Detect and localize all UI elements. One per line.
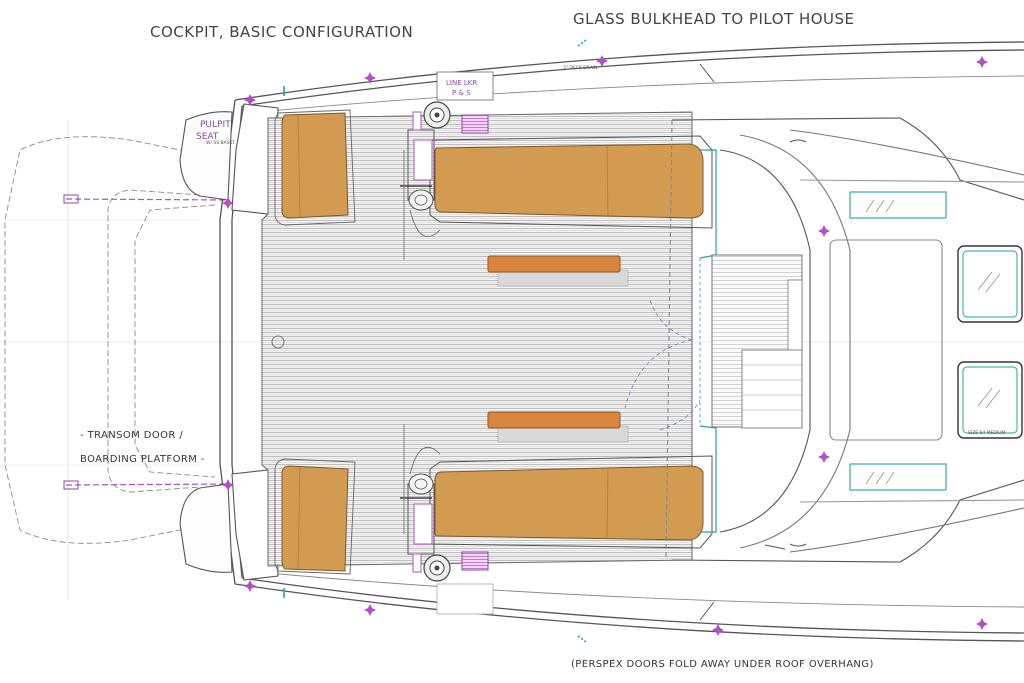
label-hatch-size: SIZE 64 MEDIUM [968, 430, 1006, 436]
glass-bulkhead [699, 149, 717, 533]
deck-hatches [957, 245, 1023, 439]
stern-cushion-starboard [281, 465, 349, 572]
line-locker-box [436, 71, 494, 101]
label-transom-door: - TRANSOM DOOR / [80, 430, 183, 441]
skylights [849, 191, 947, 491]
companionway [711, 254, 803, 429]
stern-quarters [179, 103, 279, 581]
label-pulpit-seat: SEAT [196, 132, 219, 142]
title-glass-bulkhead: GLASS BULKHEAD TO PILOT HOUSE [573, 10, 855, 28]
label-line-locker-ps: P & S [452, 89, 471, 97]
sole-drain-icon [271, 335, 285, 349]
boarding-platform-outline [4, 136, 231, 544]
winch-stations [400, 129, 441, 555]
label-line-locker: LINE LKR [446, 79, 477, 87]
side-bench-cushions [429, 135, 713, 549]
pilot-house [665, 117, 1024, 563]
primary-winches [412, 101, 489, 582]
title-cockpit: COCKPIT, BASIC CONFIGURATION [150, 23, 413, 41]
stern-seat-cushions [274, 109, 356, 575]
transom-door-hinges [63, 194, 231, 490]
cockpit-tables [487, 255, 629, 443]
cleats [699, 63, 807, 621]
label-perspex-note: (PERSPEX DOORS FOLD AWAY UNDER ROOF OVER… [571, 659, 874, 670]
label-boarding-platform: BOARDING PLATFORM - [80, 454, 205, 465]
stern-cushion-port [281, 112, 349, 219]
bench-cushion-port [434, 143, 704, 219]
deck-fittings [222, 55, 988, 636]
bench-cushion-starboard [434, 465, 704, 541]
label-pulpit-basket: W/ SS BASKT [206, 140, 235, 146]
door-swing-arcs [624, 299, 701, 431]
line-locker-box-starboard [436, 583, 494, 615]
gate-markers [283, 39, 587, 643]
label-deck-drain: 3" DECK DRAIN [563, 65, 597, 71]
label-pulpit: PULPIT [200, 120, 231, 130]
